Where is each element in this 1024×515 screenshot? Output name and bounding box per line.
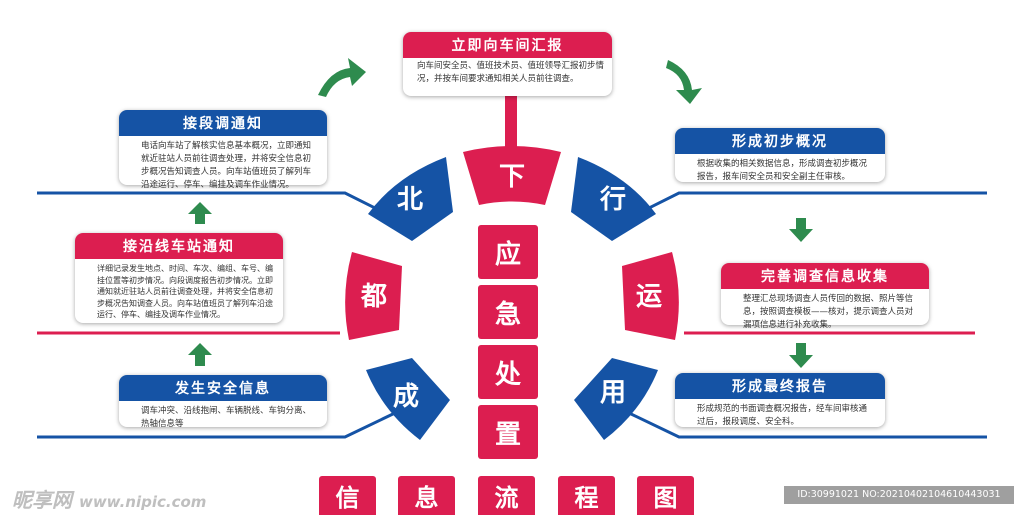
card-body: 调车冲突、沿线抱闸、车辆脱线、车钩分离、热轴信息等 [141, 406, 312, 429]
footer-char-2: 息 [398, 476, 455, 515]
watermark-id-text: ID:30991021 NO:20210402104610443031 [797, 489, 1001, 500]
left-line-bot [37, 411, 396, 439]
card-title: 立即向车间汇报 [403, 32, 612, 58]
center-char-1: 应 [478, 225, 538, 279]
card-title: 形成初步概况 [675, 128, 885, 154]
arc-left-top [368, 157, 453, 241]
arc-char-left-2: 都 [360, 282, 387, 312]
watermark-logo-text: 昵享网 [12, 488, 72, 512]
arc-right-mid [622, 252, 679, 340]
right-line-top [628, 191, 987, 220]
right-line-bot [628, 411, 987, 439]
curved-arrow-left-icon [318, 58, 366, 97]
card-body: 整理汇总现场调查人员传回的数据、照片等信息，按照调查模板——核对，提示调查人员对… [743, 294, 914, 330]
up-arrow-icon-2 [188, 343, 212, 366]
card-title: 完善调查信息收集 [721, 263, 929, 289]
card-body: 向车间安全员、值班技术员、值班领导汇报初步情况，并按车间要求通知相关人员前往调查… [417, 61, 605, 84]
curved-arrow-right-icon [666, 60, 702, 104]
footer-char-4: 程 [558, 476, 615, 515]
card-title: 接沿线车站通知 [75, 233, 283, 259]
card-body: 电话向车站了解核实信息基本概况，立即通知就近驻站人员前往调查处理，并将安全信息初… [141, 141, 312, 190]
watermark-url: www.nipic.com [78, 493, 207, 511]
arc-char-left-3: 成 [392, 382, 419, 412]
card-title: 接段调通知 [119, 110, 327, 136]
card-preliminary: 形成初步概况 根据收集的相关数据信息，形成调查初步概况报告，报车间安全员和安全副… [675, 128, 885, 182]
top-stem [505, 96, 517, 151]
arc-char-top: 下 [498, 162, 525, 192]
arc-left-mid [345, 252, 402, 340]
arc-top [463, 146, 561, 205]
arc-left-bot [366, 358, 450, 440]
down-arrow-icon-1 [789, 218, 813, 242]
arc-right-top [571, 157, 656, 241]
up-arrow-icon-1 [188, 202, 212, 224]
card-body: 形成规范的书面调查概况报告，经车间审核通过后，报段调度、安全科。 [697, 404, 868, 427]
center-char-3: 处 [478, 345, 538, 399]
watermark-logo: 昵享网 www.nipic.com [12, 484, 206, 513]
watermark-id: ID:30991021 NO:20210402104610443031 [784, 486, 1014, 504]
card-body: 详细记录发生地点、时间、车次、编组、车号、编挂位置等初步情况。向段调度报告初步情… [97, 264, 273, 319]
footer-char-3: 流 [478, 476, 535, 515]
arc-char-right-1: 行 [599, 185, 626, 215]
arc-char-right-2: 运 [635, 282, 662, 312]
card-section-dispatch: 接段调通知 电话向车站了解核实信息基本概况，立即通知就近驻站人员前往调查处理，并… [119, 110, 327, 190]
card-title: 发生安全信息 [119, 375, 327, 401]
center-char-2: 急 [478, 285, 538, 339]
card-final-report: 形成最终报告 形成规范的书面调查概况报告，经车间审核通过后，报段调度、安全科。 [675, 373, 885, 427]
card-station-notice: 接沿线车站通知 详细记录发生地点、时间、车次、编组、车号、编挂位置等初步情况。向… [75, 233, 283, 323]
down-arrow-icon-2 [789, 343, 813, 368]
card-complete-info: 完善调查信息收集 整理汇总现场调查人员传回的数据、照片等信息，按照调查模板——核… [721, 263, 929, 330]
center-char-4: 置 [478, 405, 538, 459]
arc-right-bot [574, 358, 658, 440]
footer-char-1: 信 [319, 476, 376, 515]
arc-char-right-3: 用 [599, 378, 626, 408]
card-safety-event: 发生安全信息 调车冲突、沿线抱闸、车辆脱线、车钩分离、热轴信息等 [119, 375, 327, 429]
card-title: 形成最终报告 [675, 373, 885, 399]
card-body: 根据收集的相关数据信息，形成调查初步概况报告，报车间安全员和安全副主任审核。 [697, 159, 868, 182]
footer-char-5: 图 [637, 476, 694, 515]
card-report-workshop: 立即向车间汇报 向车间安全员、值班技术员、值班领导汇报初步情况，并按车间要求通知… [403, 32, 612, 96]
arc-char-left-1: 北 [396, 185, 423, 215]
